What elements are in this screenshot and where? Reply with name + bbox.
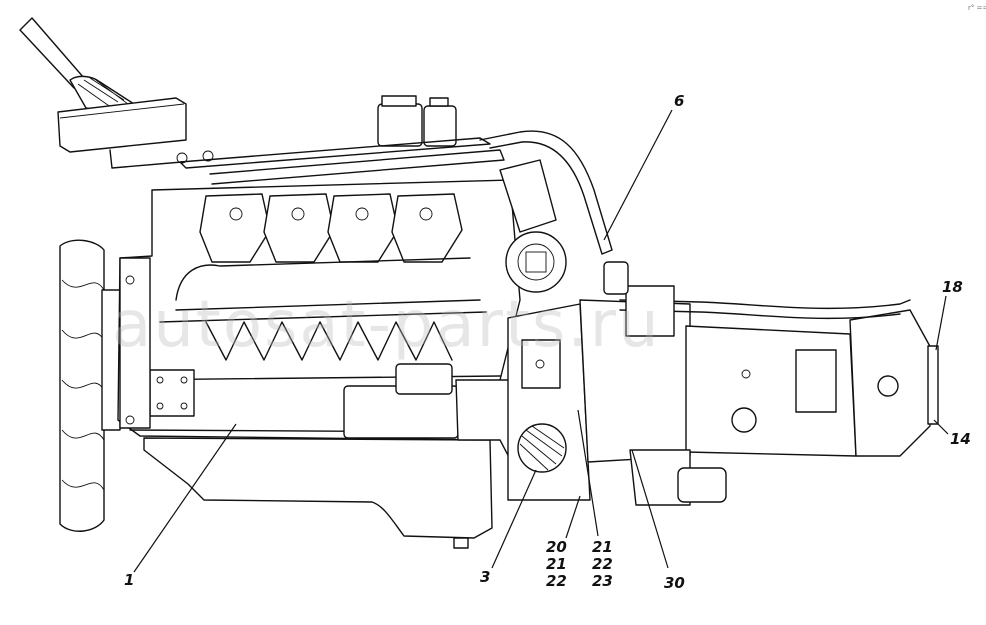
control-rods [179, 130, 613, 255]
callout-6: 6 [674, 92, 684, 110]
callout-21-right: 21 [592, 538, 613, 556]
callout-1: 1 [124, 571, 134, 589]
callout-22-left: 22 [546, 572, 567, 590]
clutch-housing [507, 303, 591, 501]
callout-18: 18 [942, 278, 963, 296]
callout-30: 30 [664, 574, 685, 592]
callouts: 1 3 6 14 18 20 21 22 21 22 23 30 [124, 92, 971, 592]
oil-pan [143, 437, 493, 549]
cooling-fan [59, 239, 121, 532]
callout-22-right: 22 [592, 555, 613, 573]
watermark-text: autosat-parts.ru [112, 288, 661, 362]
top-tanks [377, 95, 457, 147]
callout-21-left: 21 [546, 555, 567, 573]
callout-20: 20 [546, 538, 567, 556]
callout-14: 14 [950, 430, 971, 448]
corner-mark: r° === [968, 4, 986, 12]
callout-23: 23 [592, 572, 613, 590]
leader-lines [133, 109, 949, 573]
gear-shift-lever [19, 17, 214, 169]
callout-3: 3 [480, 568, 490, 586]
compressor [499, 159, 567, 293]
